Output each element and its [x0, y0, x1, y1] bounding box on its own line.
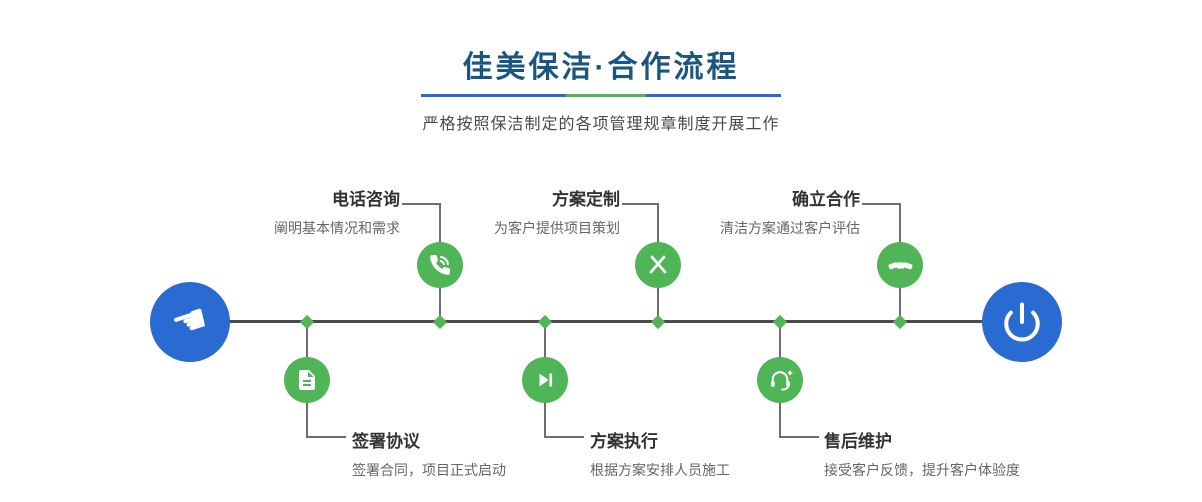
label-connector-v	[779, 402, 781, 438]
label-connector-h	[544, 436, 584, 438]
step-label: 方案定制	[552, 190, 620, 209]
title-underline	[421, 94, 781, 97]
label-connector-v	[899, 203, 901, 243]
step-desc: 接受客户反馈，提升客户体验度	[824, 462, 1020, 478]
timeline-stem	[657, 265, 659, 322]
page-title: 佳美保洁·合作流程	[462, 51, 740, 84]
step-desc: 清洁方案通过客户评估	[720, 220, 860, 236]
step-desc: 根据方案安排人员施工	[590, 462, 730, 478]
node-establish-coop	[877, 242, 923, 288]
label-connector-v	[657, 203, 659, 243]
underline-blue-left	[421, 94, 566, 97]
timeline-node-diamond	[299, 314, 315, 330]
step-label: 确立合作	[792, 190, 860, 209]
timeline-stem	[899, 265, 901, 322]
timeline-end-node	[982, 282, 1062, 362]
power-icon	[1004, 302, 1040, 342]
timeline-start-node: ☚	[150, 282, 230, 362]
play-icon	[539, 373, 553, 387]
label-connector-v	[306, 402, 308, 438]
headset-icon	[770, 369, 793, 391]
step-establish-coop: 确立合作 清洁方案通过客户评估	[720, 185, 860, 238]
timeline-line	[190, 320, 1022, 323]
pointing-hand-icon: ☚	[165, 294, 215, 350]
step-phone-consult: 电话咨询 阐明基本情况和需求	[274, 185, 400, 238]
timeline-node-diamond	[432, 314, 448, 330]
timeline-node-diamond	[892, 314, 908, 330]
label-connector-h	[779, 436, 819, 438]
timeline-stem	[306, 322, 308, 380]
step-label: 电话咨询	[332, 190, 400, 209]
step-plan-execute: 方案执行 根据方案安排人员施工	[590, 427, 730, 480]
pencil-cross-icon	[649, 255, 667, 274]
label-connector-h	[402, 203, 441, 205]
step-label: 售后维护	[824, 432, 892, 451]
timeline-stem	[439, 265, 441, 322]
timeline-stem	[544, 322, 546, 380]
timeline-node-diamond	[650, 314, 666, 330]
handshake-icon	[887, 261, 913, 269]
node-plan-execute	[522, 357, 568, 403]
step-desc: 阐明基本情况和需求	[274, 220, 400, 236]
node-after-sales	[757, 357, 803, 403]
document-icon	[299, 370, 315, 390]
node-plan-custom	[635, 242, 681, 288]
underline-green-middle	[566, 94, 646, 97]
step-desc: 签署合同，项目正式启动	[352, 462, 506, 478]
timeline-node-diamond	[537, 314, 553, 330]
underline-blue-right	[646, 94, 781, 97]
timeline-stem	[779, 322, 781, 380]
label-connector-h	[622, 203, 659, 205]
phone-icon	[430, 254, 451, 275]
step-desc: 为客户提供项目策划	[494, 220, 620, 236]
step-label: 签署协议	[352, 432, 420, 451]
timeline-node-diamond	[772, 314, 788, 330]
label-connector-v	[544, 402, 546, 438]
label-connector-h	[862, 203, 901, 205]
step-label: 方案执行	[590, 432, 658, 451]
step-plan-custom: 方案定制 为客户提供项目策划	[494, 185, 620, 238]
page-subtitle: 严格按照保洁制定的各项管理规章制度开展工作	[422, 116, 780, 133]
step-sign-agreement: 签署协议 签署合同，项目正式启动	[352, 427, 506, 480]
node-phone-consult	[417, 242, 463, 288]
node-sign-agreement	[284, 357, 330, 403]
label-connector-h	[306, 436, 346, 438]
step-after-sales: 售后维护 接受客户反馈，提升客户体验度	[824, 427, 1020, 480]
label-connector-v	[439, 203, 441, 243]
